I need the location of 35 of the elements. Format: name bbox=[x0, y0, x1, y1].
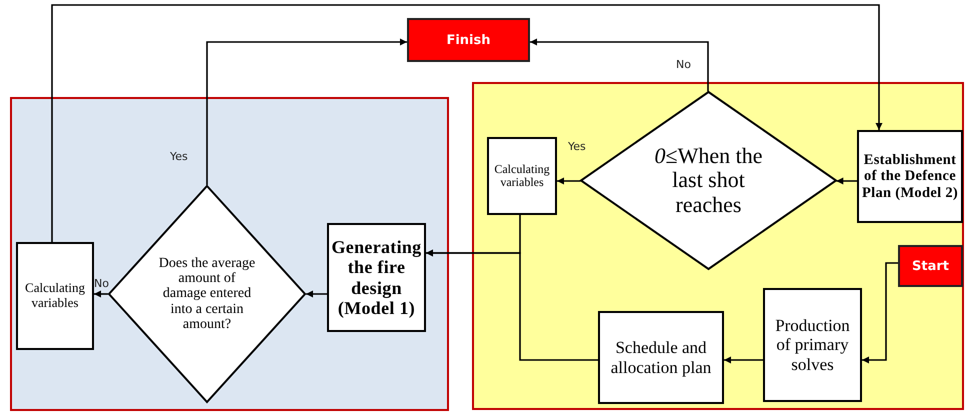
terminal-label: Start bbox=[912, 258, 949, 274]
arrow bbox=[306, 290, 327, 298]
process-box bbox=[598, 311, 724, 404]
question-text: Does the average amount of damage entered into a certain amount? bbox=[158, 256, 256, 332]
decision-diamond bbox=[108, 185, 306, 403]
edge-label: No bbox=[676, 58, 691, 71]
arrow bbox=[94, 290, 108, 298]
process-label: Production of primary solves bbox=[774, 316, 851, 374]
arrow bbox=[206, 38, 407, 185]
process-box bbox=[327, 223, 426, 332]
process-box bbox=[16, 242, 94, 350]
edge-label: Yes bbox=[170, 150, 188, 163]
process-box bbox=[487, 137, 557, 215]
group-panel bbox=[10, 97, 449, 411]
process-box bbox=[763, 288, 862, 402]
process-box bbox=[857, 130, 963, 223]
question-text: 0≤When the last shot reaches bbox=[654, 144, 764, 217]
arrow bbox=[836, 178, 857, 184]
process-label: Calculating variables bbox=[24, 281, 86, 311]
arrow bbox=[51, 4, 882, 242]
edge-label: Yes bbox=[568, 140, 586, 153]
process-label: Schedule and allocation plan bbox=[610, 338, 712, 377]
process-label: Calculating variables bbox=[493, 162, 551, 190]
edge-label: No bbox=[94, 277, 109, 290]
terminal-label: Finish bbox=[446, 32, 491, 48]
arrow bbox=[557, 178, 581, 184]
arrow bbox=[426, 250, 598, 361]
terminal-box bbox=[407, 18, 530, 62]
arrow bbox=[530, 38, 709, 92]
terminal-box bbox=[898, 245, 963, 287]
arrow bbox=[862, 262, 898, 364]
process-label: Establishment of the Defence Plan (Model 2) bbox=[861, 152, 959, 201]
group-panel bbox=[472, 82, 964, 410]
arrow bbox=[724, 356, 763, 364]
process-label: Generating the fire design (Model 1) bbox=[331, 237, 422, 318]
